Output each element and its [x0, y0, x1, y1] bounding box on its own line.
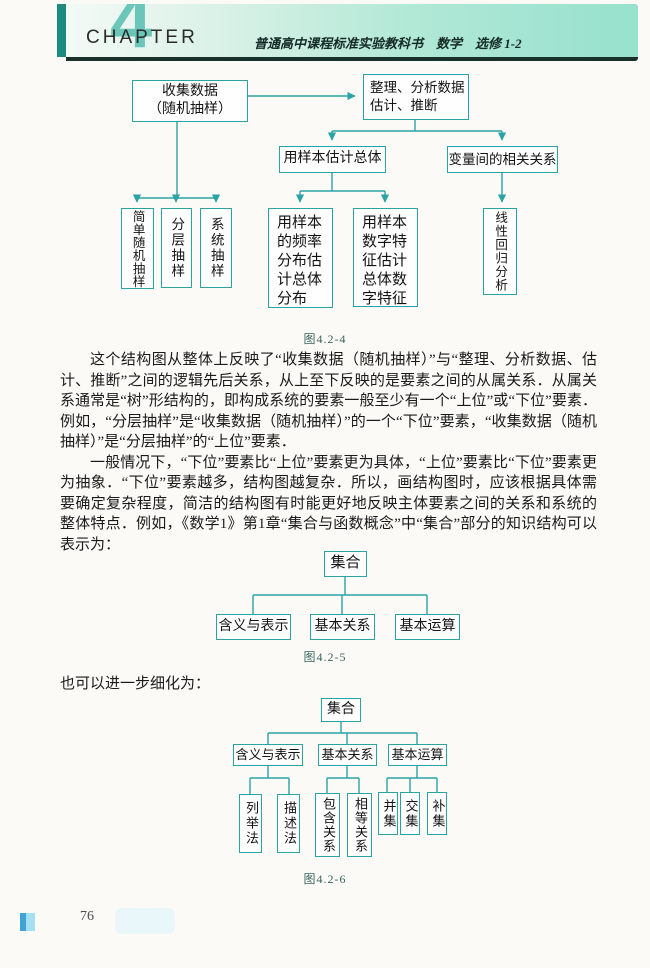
interlude-text: 也可以进一步细化为：	[60, 676, 211, 692]
node-label: 系统抽样	[208, 217, 224, 279]
chapter-label: CHAPTER	[86, 27, 198, 48]
node-organize-analyze: 整理、分析数据 估计、推断	[363, 74, 469, 120]
fig3-node-union: 并集	[378, 792, 398, 835]
paragraph-1: 这个结构图从整体上反映了“收集数据（随机抽样）”与“整理、分析数据、估计、推断”…	[60, 352, 597, 450]
fig3-node-set: 集合	[321, 698, 361, 722]
book-title: 普通高中课程标准实验教科书 数学 选修 1-2	[254, 36, 522, 51]
node-systematic-sampling: 系统抽样	[200, 208, 232, 288]
node-label: 并集	[381, 798, 397, 829]
node-label: 分层抽样	[169, 217, 185, 279]
node-label: 补集	[430, 798, 446, 829]
body-text: 这个结构图从整体上反映了“收集数据（随机抽样）”与“整理、分析数据、估计、推断”…	[60, 350, 597, 555]
node-label: 包含关系	[320, 797, 336, 853]
figure-caption-424: 图4.2-4	[303, 332, 347, 346]
header-bar: 4 CHAPTER 普通高中课程标准实验教科书 数学 选修 1-2	[66, 4, 638, 61]
node-label: 列举法	[243, 801, 259, 846]
fig2-node-relations: 基本关系	[310, 614, 375, 640]
chapter-number-watermark: 4	[110, 4, 153, 61]
footer-marker-light	[26, 913, 35, 931]
node-label: 描述法	[281, 801, 297, 846]
fig3-node-description: 描述法	[277, 794, 300, 853]
node-label: 简单随机抽样	[130, 209, 145, 288]
scan-smudge	[115, 908, 175, 934]
node-stratified-sampling: 分层抽样	[161, 208, 192, 288]
node-label: 线性回归分析	[493, 211, 508, 292]
node-linear-regression: 线性回归分析	[483, 208, 517, 295]
node-numeric-characteristics: 用样本数字特征估计总体数字特征	[353, 208, 418, 307]
fig3-node-equality: 相等关系	[347, 793, 372, 857]
fig2-node-operations: 基本运算	[395, 614, 460, 640]
node-sample-estimate: 用样本估计总体	[279, 146, 386, 173]
fig3-node-meaning: 含义与表示	[233, 744, 303, 766]
header-edge-strip	[57, 4, 66, 57]
figure-caption-425: 图4.2-5	[303, 650, 347, 664]
paragraph-2: 一般情况下，“下位”要素比“上位”要素更为具体，“上位”要素比“下位”要素更为抽…	[60, 454, 597, 553]
node-correlation: 变量间的相关关系	[447, 146, 558, 173]
fig3-node-relations: 基本关系	[318, 744, 377, 766]
node-frequency-distribution: 用样本的频率分布估计总体分布	[268, 208, 333, 308]
node-simple-random-sampling: 简单随机抽样	[121, 208, 154, 289]
page-number: 76	[80, 909, 94, 924]
node-label: 相等关系	[352, 797, 368, 853]
fig2-node-set: 集合	[324, 551, 367, 577]
fig3-node-intersection: 交集	[400, 792, 420, 835]
fig3-node-inclusion: 包含关系	[315, 793, 340, 857]
fig3-node-complement: 补集	[427, 792, 447, 835]
fig3-node-operations: 基本运算	[388, 744, 447, 766]
fig3-node-enumeration: 列举法	[239, 794, 262, 853]
node-collect-data: 收集数据 （随机抽样）	[132, 80, 248, 122]
fig2-node-meaning: 含义与表示	[216, 614, 291, 640]
figure-caption-426: 图4.2-6	[303, 872, 347, 886]
footer-marker-dark	[20, 913, 26, 931]
node-label: 交集	[403, 798, 419, 829]
